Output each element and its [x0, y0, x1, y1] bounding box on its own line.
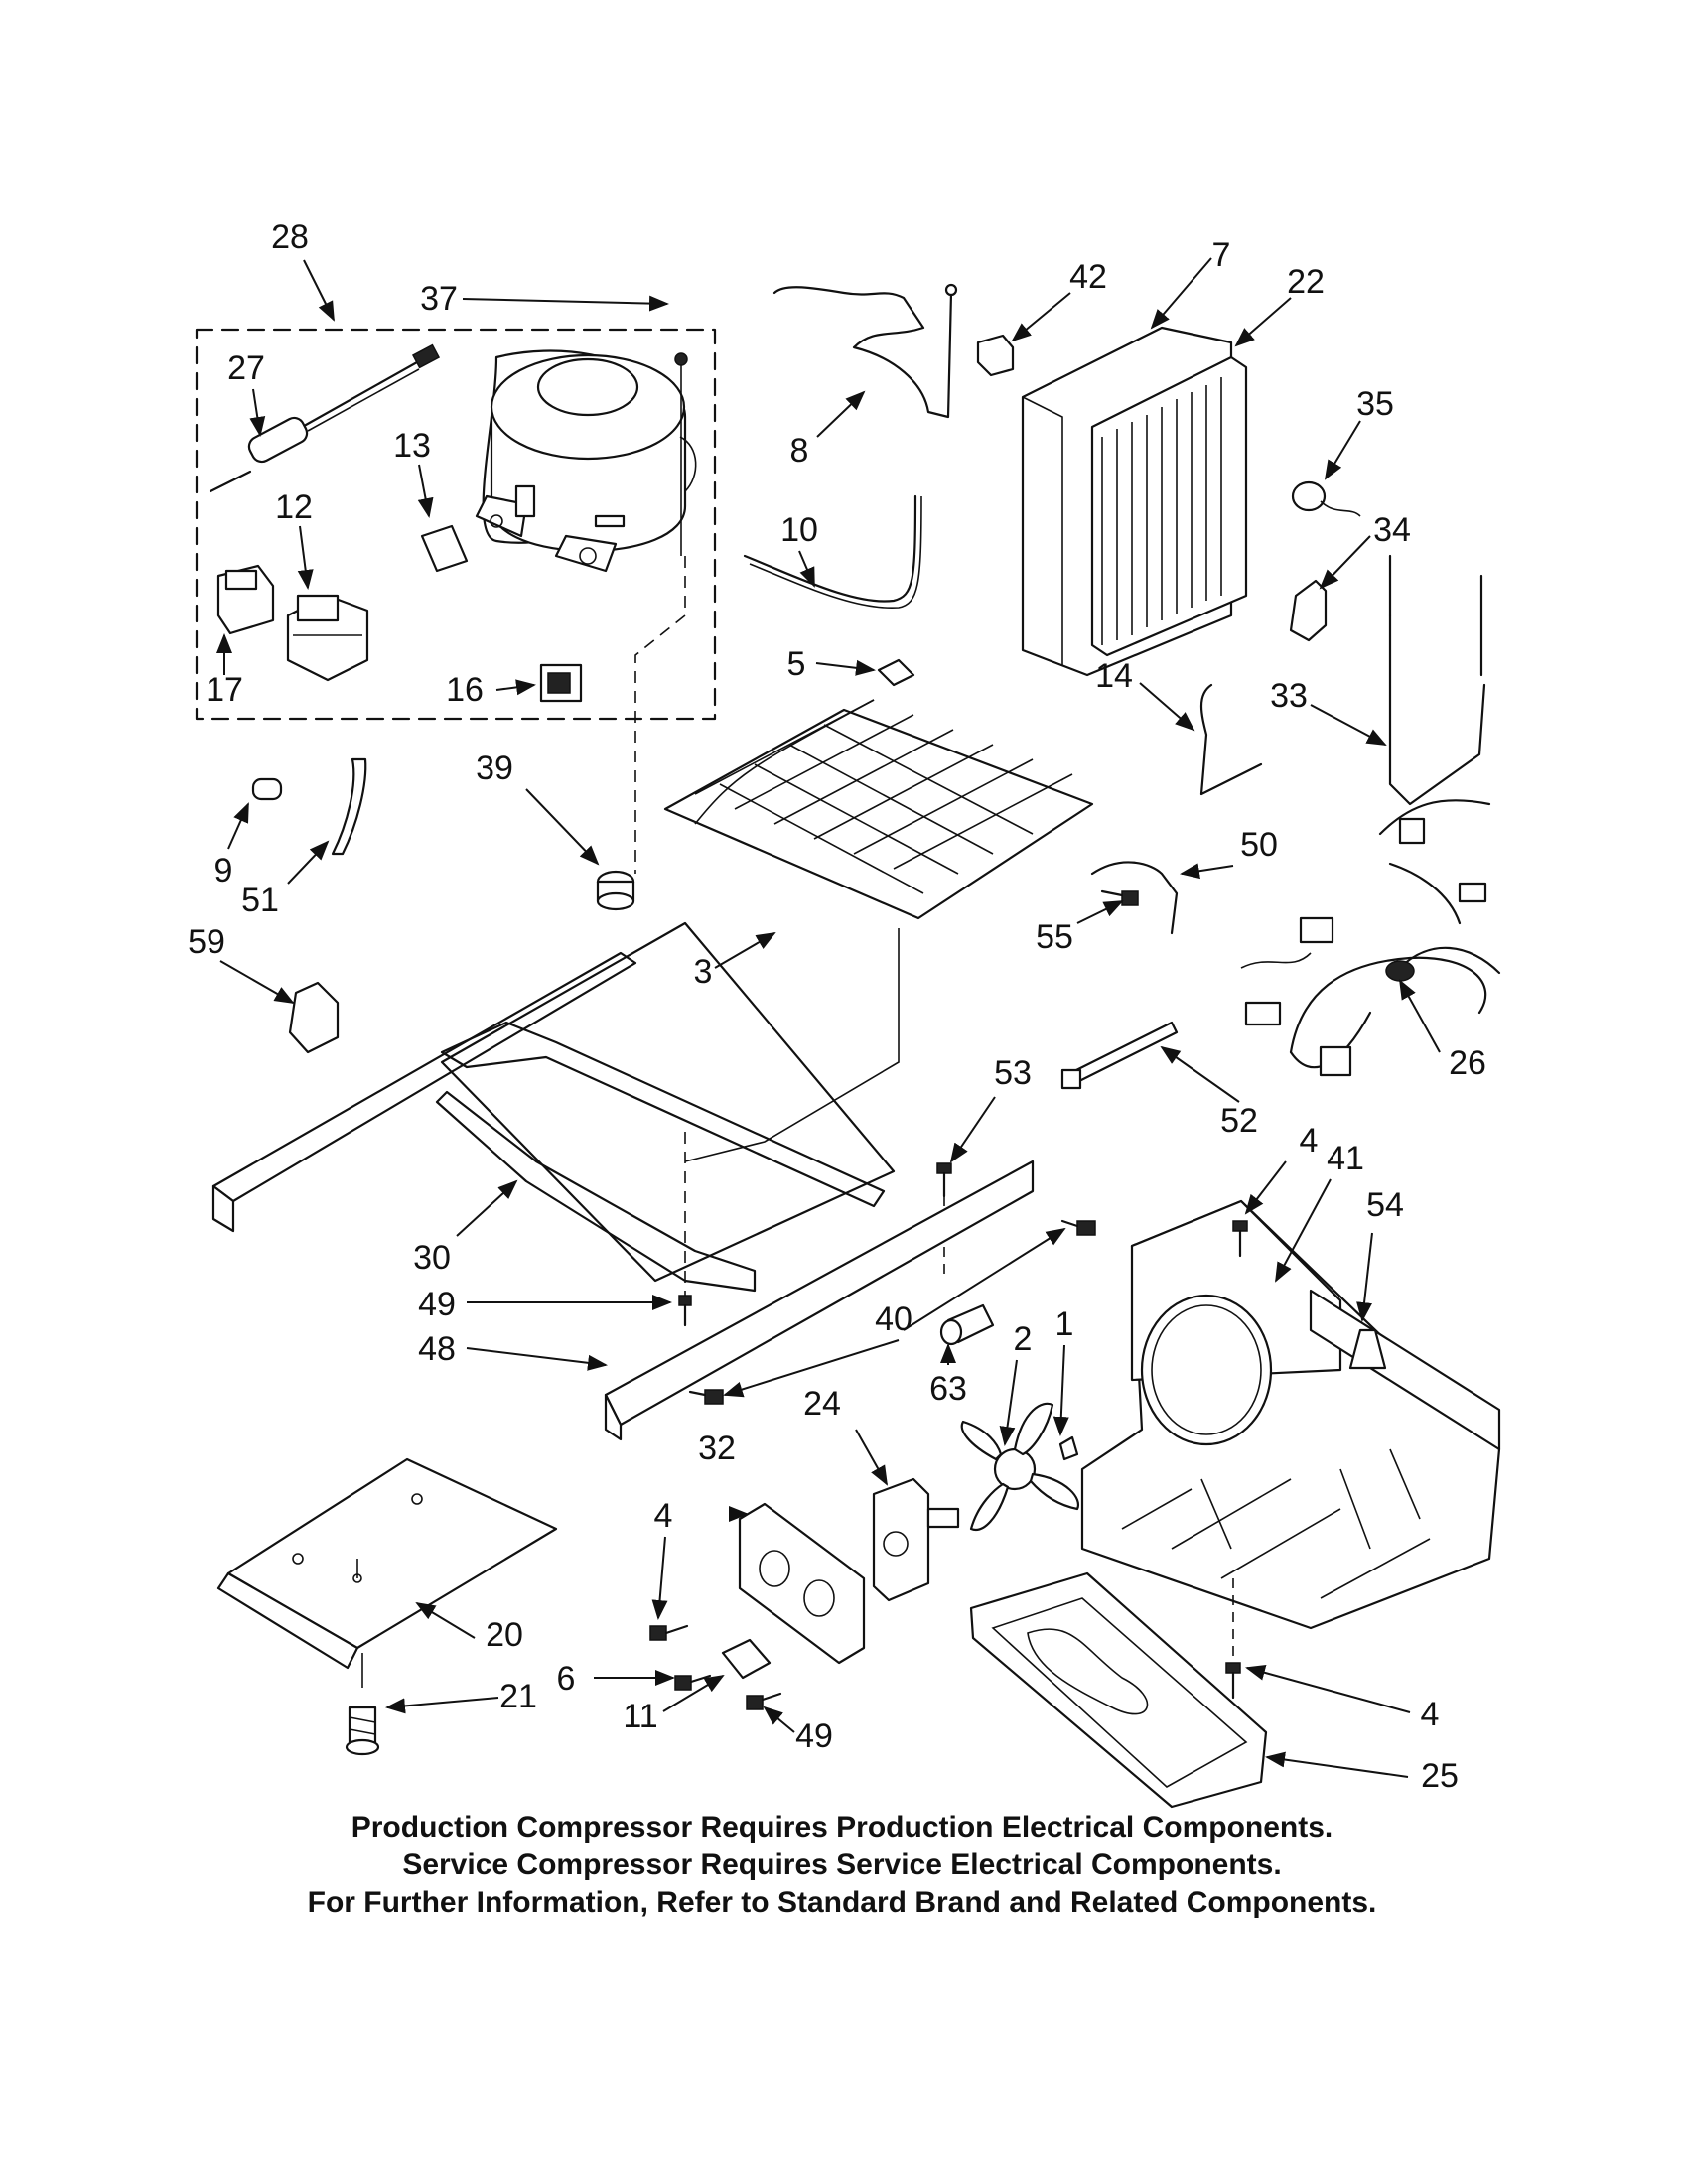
thermostat-part [1291, 480, 1361, 517]
callout-label: 40 [875, 1300, 912, 1338]
callout-label: 10 [780, 511, 818, 549]
clip-part-42 [976, 334, 1015, 377]
grommet-part [596, 870, 635, 911]
callout-label: 14 [1095, 657, 1133, 695]
callout-label: 37 [420, 280, 458, 318]
callout-label: 16 [446, 671, 484, 709]
drier-part [209, 343, 441, 493]
callout-label: 7 [1212, 236, 1231, 274]
bracket-part-14 [1199, 683, 1263, 796]
callout-label: 49 [795, 1717, 833, 1755]
condenser-part [1021, 326, 1248, 677]
screw-part-49a [678, 1295, 692, 1327]
drain-pan-part [969, 1571, 1268, 1809]
callout-label: 42 [1069, 258, 1107, 296]
screw-part-4b [649, 1624, 689, 1641]
callout-label: 34 [1373, 511, 1411, 549]
callout-label: 11 [623, 1698, 657, 1735]
callout-label: 30 [413, 1239, 451, 1277]
foot-part [345, 1706, 380, 1756]
callout-label: 35 [1356, 385, 1394, 423]
callout-label: 2 [1014, 1320, 1033, 1358]
compressor-part [475, 349, 697, 573]
clip-part-5 [877, 658, 915, 687]
callout-label: 49 [418, 1286, 456, 1323]
callout-label: 22 [1287, 263, 1325, 301]
callout-label: 4 [654, 1497, 673, 1535]
callout-label: 50 [1240, 826, 1278, 864]
cable-tie-part [1070, 1021, 1179, 1084]
callout-label: 5 [787, 645, 806, 683]
callout-label: 52 [1220, 1102, 1258, 1140]
base-frame-part [211, 921, 896, 1293]
spacer-part-63 [939, 1303, 995, 1346]
wire-harness-part [1240, 799, 1501, 1077]
fan-part-1 [1058, 1435, 1079, 1461]
screw-part-53 [936, 1162, 952, 1198]
screw-part-40b [688, 1389, 724, 1405]
screw-part-4a [1232, 1220, 1248, 1258]
shroud-base-part [1080, 1199, 1501, 1630]
mount-bracket-part [738, 1502, 866, 1665]
screw-part-49b [746, 1692, 782, 1710]
screw-part-40a [1060, 1219, 1096, 1236]
clamp-part-11 [721, 1638, 772, 1680]
callout-label: 12 [275, 488, 313, 526]
callout-label: 21 [499, 1678, 537, 1715]
plug-part-9 [251, 777, 283, 801]
callout-label: 33 [1270, 677, 1308, 715]
tube-part-33 [1388, 614, 1486, 806]
clip-part-59 [288, 981, 340, 1054]
callout-label: 28 [271, 218, 309, 256]
callout-label: 26 [1449, 1044, 1486, 1082]
start-relay-part [286, 594, 369, 682]
callout-label: 6 [557, 1660, 576, 1698]
callout-label: 53 [994, 1054, 1032, 1092]
fan-motor-part [872, 1477, 960, 1602]
callout-label: 39 [476, 750, 513, 787]
cover-plate-part [216, 1457, 558, 1670]
screw-part-4c [1225, 1662, 1241, 1700]
callout-label: 59 [188, 923, 225, 961]
callout-label: 20 [486, 1616, 523, 1654]
callout-label: 51 [241, 882, 279, 919]
callout-label: 63 [929, 1370, 967, 1408]
callout-label: 55 [1036, 918, 1073, 956]
tube-part-8 [772, 286, 953, 419]
relay-cover-part [216, 564, 275, 635]
diagram-notes: Production Compressor Requires Productio… [0, 1809, 1684, 1922]
callout-label: 27 [227, 349, 265, 387]
fan-blade-part [960, 1402, 1080, 1532]
front-rail-part [604, 1160, 1035, 1441]
tube-part-10 [743, 494, 917, 603]
note-line: Service Compressor Requires Service Elec… [402, 1848, 1282, 1881]
bracket-part-50 [1090, 861, 1179, 935]
note-line: For Further Information, Refer to Standa… [307, 1886, 1377, 1919]
overload-clip-part [420, 524, 469, 573]
callout-label: 13 [393, 427, 431, 465]
clip-part-34 [1289, 579, 1328, 642]
overload-part [539, 663, 583, 703]
note-line: Production Compressor Requires Productio… [351, 1811, 1333, 1843]
callout-label: 4 [1421, 1696, 1440, 1733]
callout-label: 41 [1327, 1140, 1364, 1177]
callout-label: 3 [694, 953, 713, 991]
callout-label: 25 [1421, 1757, 1459, 1795]
callout-label: 54 [1366, 1186, 1404, 1224]
callout-label: 9 [214, 852, 233, 889]
evaporator-part [663, 699, 1094, 1162]
callout-label: 1 [1055, 1305, 1074, 1343]
callout-label: 4 [1300, 1122, 1319, 1160]
wire-nut-part [1348, 1328, 1387, 1370]
callout-label: 17 [206, 671, 243, 709]
callout-label: 24 [803, 1385, 841, 1423]
callout-label: 32 [698, 1430, 736, 1467]
callout-label: 8 [790, 432, 809, 470]
screw-part-55 [1100, 889, 1139, 906]
callout-label: 48 [418, 1330, 456, 1368]
hose-part-51 [331, 757, 367, 856]
compressor-kit-boundary [195, 328, 717, 721]
